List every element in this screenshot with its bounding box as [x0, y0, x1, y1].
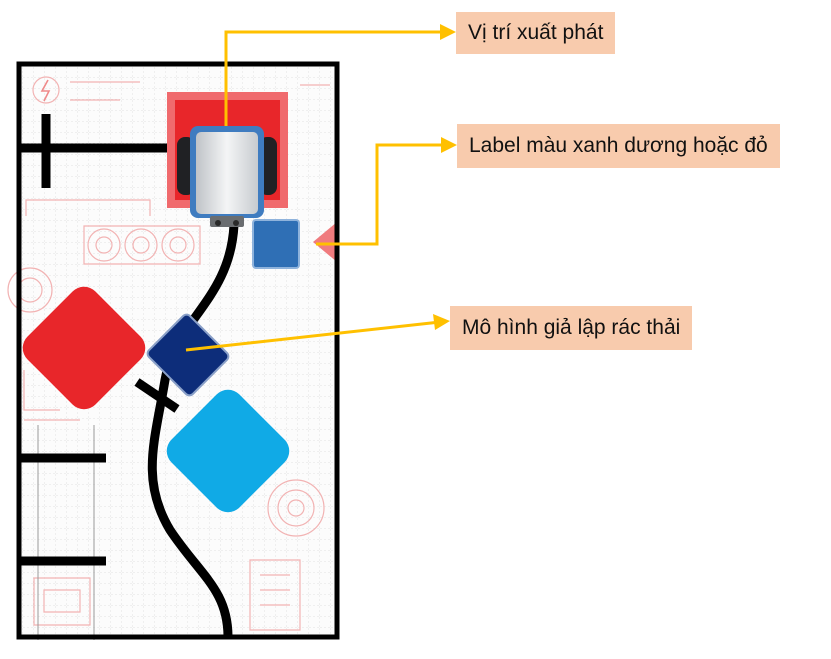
label-marker-triangle	[313, 222, 337, 262]
robot-icon	[177, 126, 277, 227]
arrow-head-start	[440, 24, 456, 40]
waste-light-blue-block	[166, 389, 290, 513]
color-label-square	[252, 219, 300, 269]
arrow-head-waste	[433, 314, 450, 330]
start-position-callout: Vị trí xuất phát	[456, 12, 616, 54]
track-lines	[19, 114, 239, 638]
color-label-callout: Label màu xanh dương hoặc đỏ	[457, 124, 780, 168]
waste-model-callout: Mô hình giả lập rác thải	[450, 306, 693, 350]
field-border	[16, 61, 340, 640]
waste-red-block	[22, 286, 146, 410]
callout-arrows	[185, 30, 446, 352]
arrow-head-label	[441, 137, 457, 153]
waste-dark-blue-block	[146, 313, 230, 397]
